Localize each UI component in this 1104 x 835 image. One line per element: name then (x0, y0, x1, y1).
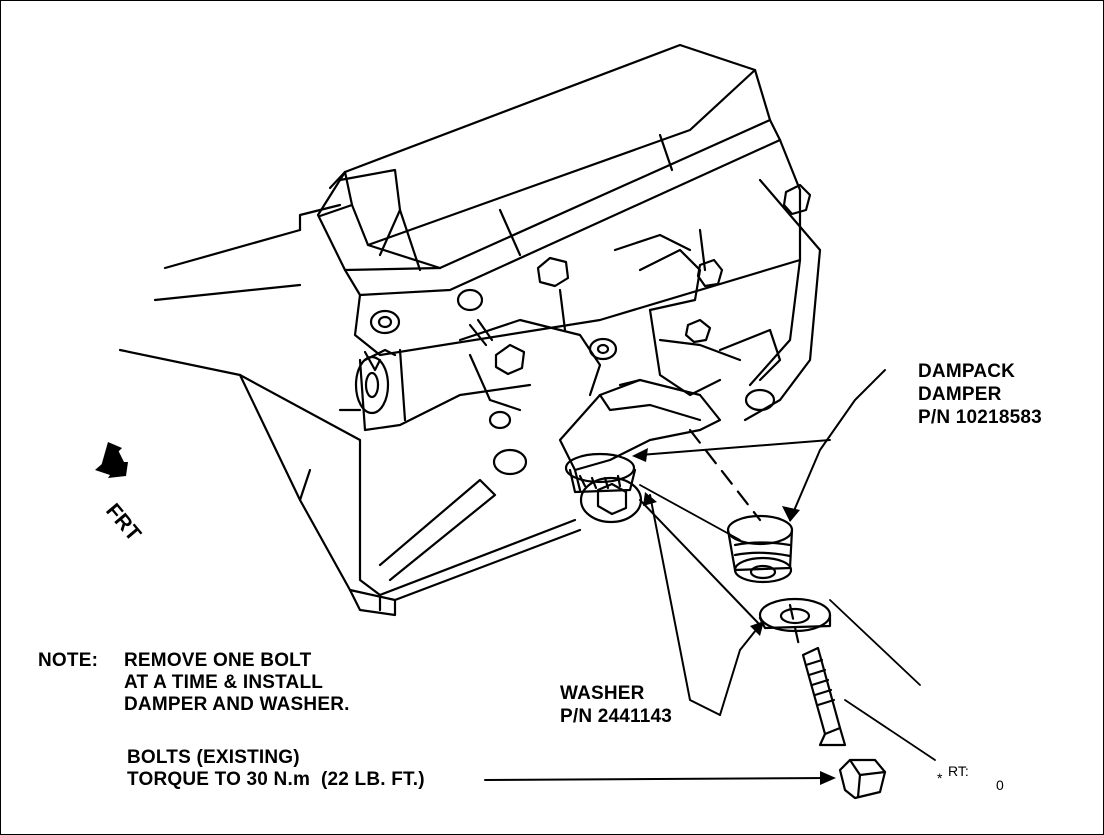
head-bolts (369, 183, 812, 476)
alignment-dashed-line-2 (788, 603, 802, 652)
washer-part-number: P/N 2441143 (560, 706, 673, 727)
exploded-washer (758, 597, 832, 633)
leader-lines (484, 369, 886, 781)
note-line-3: DAMPER AND WASHER. (124, 694, 350, 715)
mounting-bracket (558, 378, 722, 492)
corner-code-text: RT: (948, 763, 969, 779)
alignment-dashed-line (688, 428, 762, 522)
damper-part-number: P/N 10218583 (918, 407, 1042, 428)
extension-lines (639, 484, 936, 761)
cylinder-head (353, 138, 822, 432)
exploded-damper (726, 514, 794, 584)
exploded-bolt (801, 646, 887, 800)
washer-label: WASHER (560, 683, 645, 704)
leader-arrowheads (632, 448, 836, 785)
note-line-1: REMOVE ONE BOLT (124, 650, 312, 671)
damper-label-line2: DAMPER (918, 384, 1002, 405)
bolts-label: BOLTS (EXISTING) (127, 747, 300, 768)
bolts-torque-spec: TORQUE TO 30 N.m (22 LB. FT.) (127, 769, 425, 790)
corner-code-number: 0 (996, 777, 1004, 793)
note-heading: NOTE: (38, 650, 99, 671)
installed-damper (564, 452, 643, 524)
corner-code-star: * (937, 770, 943, 786)
note-line-2: AT A TIME & INSTALL (124, 672, 324, 693)
side-fitting (338, 348, 397, 415)
engine-block-outline (118, 203, 582, 617)
valve-cover (316, 43, 782, 297)
damper-label-line1: DAMPACK (918, 361, 1016, 382)
front-arrow-icon (95, 442, 128, 478)
